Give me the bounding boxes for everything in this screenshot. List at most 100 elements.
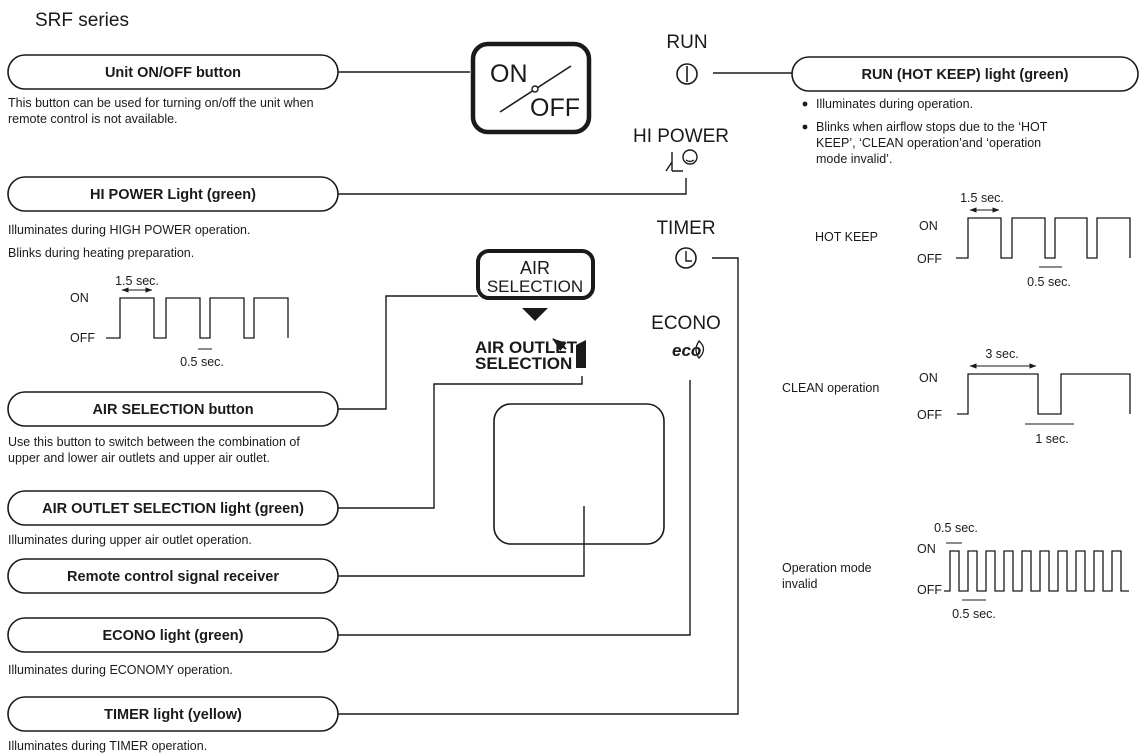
clean-name: CLEAN operation	[782, 381, 879, 395]
run-power-icon	[676, 63, 698, 85]
air-selection-button[interactable]: AIR SELECTION	[476, 249, 595, 321]
callout-remote-receiver: Remote control signal receiver	[7, 558, 339, 594]
hipower-desc-2: Blinks during heating preparation.	[8, 246, 194, 260]
hipower-timing-off: OFF	[70, 331, 95, 345]
hipower-timing-high: 1.5 sec.	[115, 274, 159, 288]
run-label: RUN (HOT KEEP) light (green)	[861, 67, 1068, 83]
hot-keep-timing-high: 1.5 sec.	[960, 191, 1004, 205]
run-bullet-2-dot	[802, 124, 808, 130]
hot-keep-name: HOT KEEP	[815, 230, 878, 244]
callout-timer: TIMER light (yellow) Illuminates during …	[7, 696, 339, 753]
onoff-on-text: ON	[490, 60, 528, 88]
run-bullet-1: Illuminates during operation.	[816, 97, 973, 111]
run-pill	[791, 56, 1139, 92]
leader-timer	[338, 257, 739, 715]
remote-receiver-label: Remote control signal receiver	[67, 569, 279, 585]
hipower-waveform	[106, 297, 289, 339]
hipower-label: HI POWER Light (green)	[90, 187, 256, 203]
timing-invalid: Operation mode invalid ON OFF 0.5 sec. 0…	[782, 521, 1129, 621]
invalid-name-2: invalid	[782, 577, 817, 591]
onoff-button[interactable]: ON OFF	[470, 41, 592, 135]
timer-text: TIMER	[656, 218, 715, 239]
econo-indicator: ECONO eco	[651, 313, 721, 360]
air-outlet-louver-icon	[576, 340, 586, 368]
invalid-timing-low: 0.5 sec.	[952, 607, 996, 621]
unit-onoff-label: Unit ON/OFF button	[105, 65, 241, 81]
invalid-off: OFF	[917, 583, 942, 597]
econo-text: ECONO	[651, 313, 721, 334]
invalid-on: ON	[917, 542, 936, 556]
leader-lines	[338, 71, 792, 715]
timer-clock-hands	[685, 251, 692, 262]
hot-keep-timing-low: 0.5 sec.	[1027, 275, 1071, 289]
hipower-indicator: HI POWER	[633, 126, 729, 172]
hipower-text: HI POWER	[633, 126, 729, 147]
econo-leaf-icon	[695, 340, 705, 359]
clean-on: ON	[919, 371, 938, 385]
air-outlet-line-2: SELECTION	[475, 354, 572, 373]
timer-desc-1: Illuminates during TIMER operation.	[8, 739, 207, 753]
hipower-person-icon	[665, 152, 683, 172]
run-bullet-2-line-2: KEEP’, ‘CLEAN operation’and ‘operation	[816, 136, 1041, 150]
leader-air-outlet	[338, 376, 583, 509]
air-selection-line-1: AIR	[520, 258, 550, 278]
callout-air-selection: AIR SELECTION button Use this button to …	[7, 391, 339, 465]
run-bullet-2-line-1: Blinks when airflow stops due to the ‘HO…	[816, 120, 1048, 134]
onoff-off-text: OFF	[530, 94, 580, 122]
timer-clock-icon	[675, 247, 697, 269]
air-outlet-arrow-icon	[552, 338, 567, 352]
hipower-face-mouth	[685, 159, 695, 163]
invalid-timing-high: 0.5 sec.	[934, 521, 978, 535]
run-indicator: RUN	[666, 32, 708, 85]
leader-remote-receiver	[338, 506, 585, 577]
air-selection-line-2: SELECTION	[487, 277, 583, 296]
air-selection-frame[interactable]	[476, 249, 595, 300]
air-selection-label: AIR SELECTION button	[92, 402, 253, 418]
hipower-timing-on: ON	[70, 291, 89, 305]
callout-unit-onoff: Unit ON/OFF button This button can be us…	[7, 54, 339, 126]
invalid-waveform	[944, 550, 1129, 592]
hot-keep-off: OFF	[917, 252, 942, 266]
run-bullet-2-line-3: mode invalid’.	[816, 152, 892, 166]
air-outlet-label: AIR OUTLET SELECTION light (green)	[42, 501, 304, 517]
callout-air-outlet: AIR OUTLET SELECTION light (green) Illum…	[7, 490, 339, 547]
leader-hipower	[338, 178, 687, 195]
remote-receiver-window	[493, 403, 665, 545]
callout-hipower: HI POWER Light (green) Illuminates durin…	[7, 176, 339, 260]
clean-timing-low: 1 sec.	[1035, 432, 1068, 446]
hot-keep-on: ON	[919, 219, 938, 233]
unit-onoff-desc-1: This button can be used for turning on/o…	[8, 96, 314, 110]
leader-econo	[338, 380, 691, 636]
econo-desc-1: Illuminates during ECONOMY operation.	[8, 663, 233, 677]
air-outlet-indicator: AIR OUTLET SELECTION	[475, 338, 586, 373]
clean-off: OFF	[917, 408, 942, 422]
series-title: SRF series	[35, 10, 129, 31]
timing-hot-keep: HOT KEEP ON OFF 1.5 sec. 0.5 sec.	[815, 191, 1131, 289]
timer-indicator: TIMER	[656, 218, 716, 269]
air-outlet-desc-1: Illuminates during upper air outlet oper…	[8, 533, 252, 547]
econo-label: ECONO light (green)	[103, 628, 244, 644]
timing-clean: CLEAN operation ON OFF 3 sec. 1 sec.	[782, 347, 1131, 446]
hipower-desc-1: Illuminates during HIGH POWER operation.	[8, 223, 250, 237]
air-selection-desc-1: Use this button to switch between the co…	[8, 435, 300, 449]
air-selection-desc-2: upper and lower air outlets and upper ai…	[8, 451, 270, 465]
hipower-timing-low: 0.5 sec.	[180, 355, 224, 369]
hot-keep-waveform	[956, 217, 1131, 259]
air-outlet-line-1: AIR OUTLET	[475, 338, 578, 357]
callout-run: RUN (HOT KEEP) light (green) Illuminates…	[791, 56, 1139, 166]
run-bullet-1-dot	[802, 101, 808, 107]
invalid-name-1: Operation mode	[782, 561, 872, 575]
onoff-center-dot	[531, 85, 539, 93]
run-text: RUN	[666, 32, 707, 53]
hipower-face-icon	[682, 149, 698, 165]
unit-onoff-desc-2: remote control is not available.	[8, 112, 178, 126]
timer-label: TIMER light (yellow)	[104, 707, 242, 723]
leader-air-selection	[338, 295, 478, 410]
timing-hipower: ON OFF 1.5 sec. 0.5 sec.	[70, 274, 289, 369]
clean-timing-high: 3 sec.	[985, 347, 1018, 361]
air-selection-down-arrow	[522, 308, 548, 321]
clean-waveform	[957, 373, 1131, 415]
callout-econo: ECONO light (green) Illuminates during E…	[7, 617, 339, 677]
